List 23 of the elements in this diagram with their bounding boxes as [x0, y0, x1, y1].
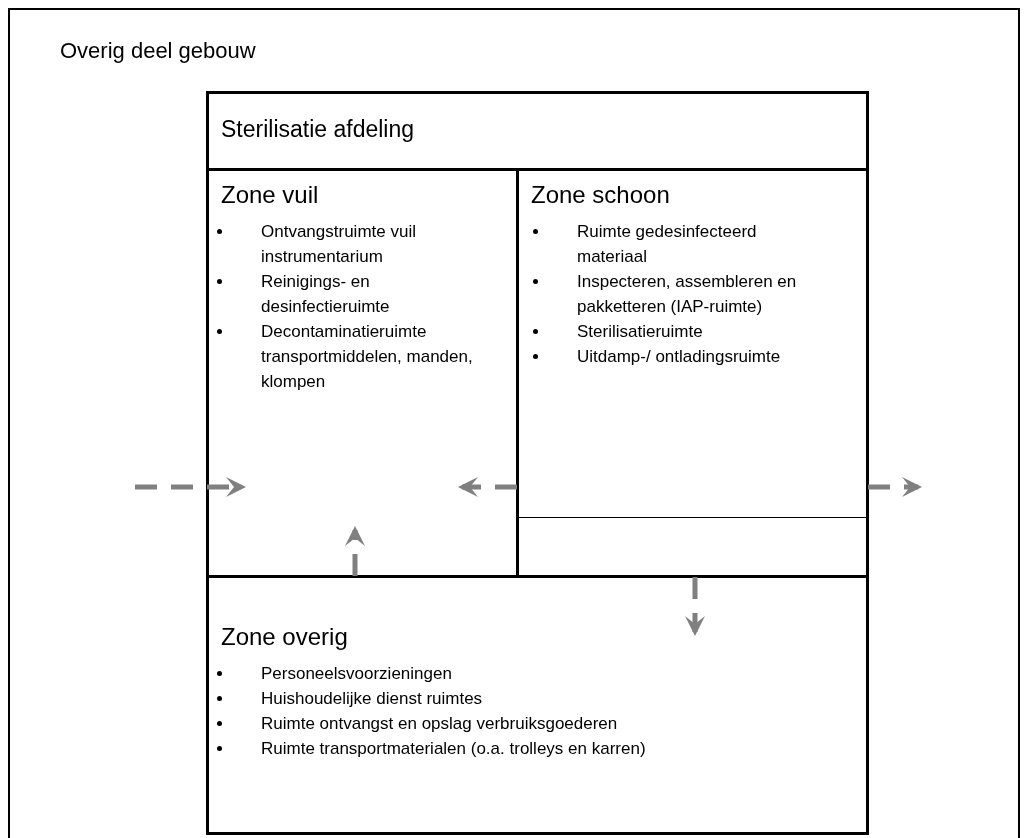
department-box — [206, 91, 869, 835]
bullet-item: Ruimte gedesinfecteerd materiaal — [577, 222, 757, 266]
bullet-item: Ontvangstruimte vuil instrumentarium — [261, 222, 416, 266]
bullet-item: Huishoudelijke dienst ruimtes — [261, 689, 483, 708]
bullet-item: Personeelsvoorzieningen — [261, 664, 452, 683]
department-heading: Sterilisatie afdeling — [221, 116, 415, 143]
bullet-item: Decontaminatieruimte transportmiddelen, manden, klompen — [261, 322, 473, 391]
arrow — [135, 477, 246, 497]
bullet-item: Uitdamp-/ ontladingsruimte — [577, 347, 781, 366]
arrow — [458, 477, 517, 497]
bullet-item: Sterilisatieruimte — [577, 322, 703, 341]
bullet-item: Reinigings- en desinfectieruimte — [261, 272, 390, 316]
building-box — [8, 8, 1020, 838]
building-label: Overig deel gebouw — [60, 38, 256, 64]
zone-heading: Zone vuil — [221, 181, 319, 209]
bullet-item: Ruimte transportmaterialen (o.a. trolleys en karren) — [261, 739, 646, 758]
arrow — [345, 526, 365, 576]
zone-heading: Zone overig — [221, 623, 348, 651]
bullet-item: Ruimte ontvangst en opslag verbruiksgoederen — [261, 714, 618, 733]
arrow — [685, 577, 705, 636]
zone-heading: Zone schoon — [531, 181, 670, 209]
bullet-item: Inspecteren, assembleren en pakketteren (IAP-ruimte) — [577, 272, 797, 316]
arrow — [868, 477, 922, 497]
